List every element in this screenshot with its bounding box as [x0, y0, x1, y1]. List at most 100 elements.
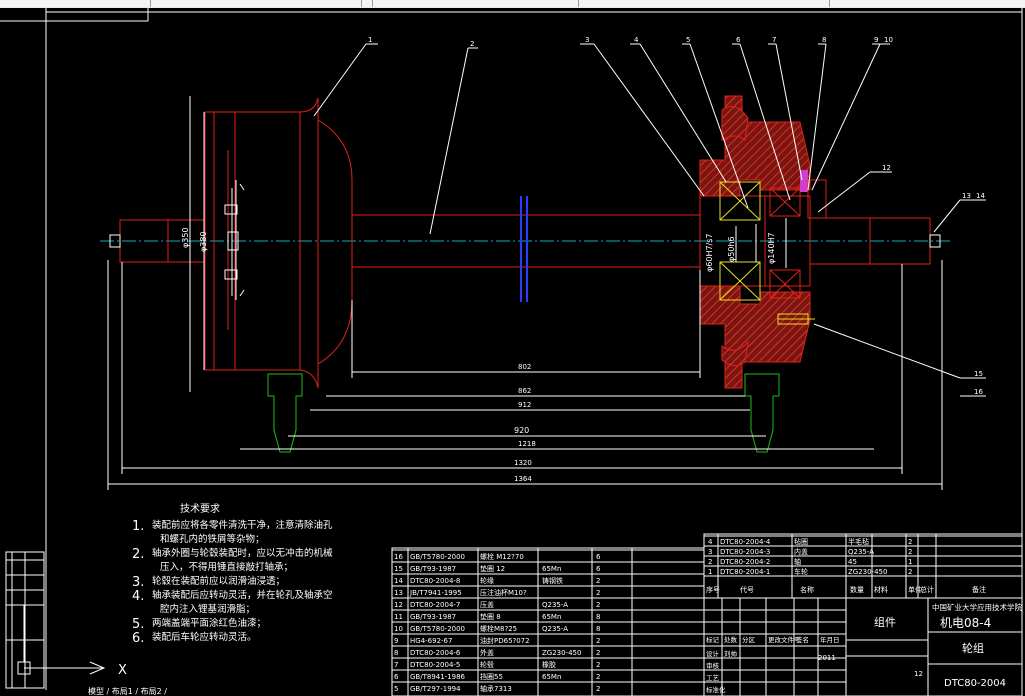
bom-row-no: 14 — [394, 577, 403, 585]
tech-item-number: 6. — [132, 631, 144, 646]
bom-row-name: 螺栓 M12?70 — [480, 552, 524, 561]
bom-row-qty: 2 — [596, 661, 600, 669]
bom-row-qty: 8 — [596, 625, 600, 633]
bom-row-code: DTC80-2004-8 — [410, 577, 460, 585]
dim-1218: 1218 — [518, 440, 536, 448]
bom-upper-qty: 2 — [908, 568, 912, 576]
dim-phi350: φ350 — [181, 227, 190, 248]
bom-upper-name: 毡圈 — [794, 537, 808, 546]
bom-row-no: 8 — [394, 649, 398, 657]
title-drawing-no: DTC80-2004 — [944, 678, 1006, 689]
title-role: 工艺 — [706, 674, 720, 682]
title-row-header: 签名 — [796, 635, 809, 644]
tech-item-number: 2. — [132, 547, 144, 562]
dim-phi140: φ140H7 — [767, 232, 776, 264]
title-sheet: 12 — [914, 670, 923, 678]
dim-phi60: φ60H7/s7 — [705, 233, 714, 272]
bom-header-cell: 单件 — [908, 585, 922, 594]
bom-row-qty: 2 — [596, 601, 600, 609]
balloon-1: 1 — [368, 36, 372, 44]
right-axle-end — [809, 217, 941, 265]
bom-upper-name: 车轮 — [794, 567, 808, 576]
rails — [267, 373, 780, 453]
balloon-14: 14 — [976, 192, 985, 200]
dim-920: 920 — [514, 426, 529, 435]
technical-requirements: 技术要求 1.装配前应将各零件清洗干净，注意清除油孔和螺孔内的铁屑等杂物；2.轴… — [132, 502, 333, 646]
balloon-3: 3 — [585, 36, 589, 44]
bom-row-qty: 6 — [596, 553, 601, 561]
tech-item-number: 3. — [132, 575, 144, 590]
tech-item-line: 装配后车轮应转动灵活。 — [152, 631, 257, 643]
tech-item-number: 4. — [132, 589, 144, 604]
title-designer: 刘帅 — [724, 649, 737, 658]
title-row-header: 分区 — [742, 635, 756, 644]
bom-row-no: 16 — [394, 553, 403, 561]
balloon-5: 5 — [686, 36, 690, 44]
title-row-header: 年月日 — [820, 635, 840, 644]
bom-upper-qty: 2 — [908, 538, 912, 546]
bom-upper-name: 内盖 — [794, 547, 808, 556]
dim-802: 802 — [518, 363, 531, 371]
balloon-labels: 1 2 3 4 5 6 7 8 9 10 12 13 14 15 16 — [368, 36, 985, 396]
bom-row-code: GB/T93-1987 — [410, 613, 456, 621]
drawing-frame — [0, 8, 1023, 690]
bom-row-name: 挡圈55 — [480, 672, 503, 681]
bom-row-name: 压盖 — [480, 600, 494, 609]
bom-row-code: DTC80-2004-5 — [410, 661, 460, 669]
bom-upper-qty: 2 — [908, 548, 912, 556]
bom-row-qty: 2 — [596, 673, 600, 681]
title-assembly: 组件 — [874, 615, 896, 629]
bom-row-code: GB/T5780-2000 — [410, 553, 465, 561]
bom-row-code: DTC80-2004-7 — [410, 601, 460, 609]
bom-row-material: Q235-A — [542, 601, 568, 609]
title-class: 机电08-4 — [940, 616, 991, 630]
dim-phi380: φ380 — [199, 231, 208, 252]
bom-row-no: 6 — [394, 673, 399, 681]
bom-row-no: 10 — [394, 625, 403, 633]
balloon-16: 16 — [974, 388, 983, 396]
bom-row-name: 轮缘 — [480, 576, 494, 585]
balloon-2: 2 — [470, 40, 474, 48]
command-line[interactable]: 模型 / 布局1 / 布局2 / — [88, 687, 167, 696]
bom-header-cell: 材料 — [874, 585, 888, 594]
bom-upper-no: 2 — [708, 558, 712, 566]
bom-header-cell: 序号 — [706, 585, 720, 594]
bom-row-code: GB/T297-1994 — [410, 685, 461, 693]
bom-row-no: 15 — [394, 565, 403, 573]
balloon-9: 9 — [874, 36, 878, 44]
dim-862: 862 — [518, 387, 531, 395]
dim-1320: 1320 — [514, 459, 532, 467]
dim-phi50: φ50h6 — [727, 236, 736, 262]
balloon-15: 15 — [974, 370, 983, 378]
ucs-x-label: X — [118, 663, 127, 678]
bom-row-qty: 2 — [596, 577, 600, 585]
title-row-header: 标记 — [706, 635, 720, 644]
tech-item-line: 两端盖端平面涂红色油漆； — [152, 617, 266, 629]
title-role: 标准化 — [706, 685, 726, 694]
bom-upper-material: ZG230-450 — [848, 568, 887, 576]
bom-upper-no: 4 — [708, 538, 713, 546]
dim-1364: 1364 — [514, 475, 532, 483]
tech-item-line: 腔内注入锂基润滑脂； — [160, 603, 255, 615]
tech-item-line: 装配前应将各零件清洗干净，注意清除油孔 — [152, 519, 333, 531]
bom-row-name: 垫圈 12 — [480, 564, 505, 573]
left-axle-end — [109, 219, 206, 263]
balloon-6: 6 — [736, 36, 741, 44]
bom-row-material: 橡胶 — [542, 660, 556, 669]
bom-row-name: 外盖 — [480, 648, 494, 657]
bom-header-cell: 数量 — [850, 585, 864, 594]
bom-row-no: 9 — [394, 637, 398, 645]
tech-item-number: 1. — [132, 519, 144, 534]
leader-lines — [313, 43, 986, 397]
bom-header-cell: 名称 — [800, 585, 814, 594]
bom-row-name: 螺栓M8?25 — [480, 624, 517, 633]
title-role: 设计 — [706, 649, 720, 658]
bom-row-code: HG4-692-67 — [410, 637, 452, 645]
bom-row-no: 5 — [394, 685, 398, 693]
bom-row-code: DTC80-2004-6 — [410, 649, 461, 657]
bom-row-qty: 6 — [596, 565, 601, 573]
bom-row-material: 铸钢铁 — [542, 576, 563, 585]
